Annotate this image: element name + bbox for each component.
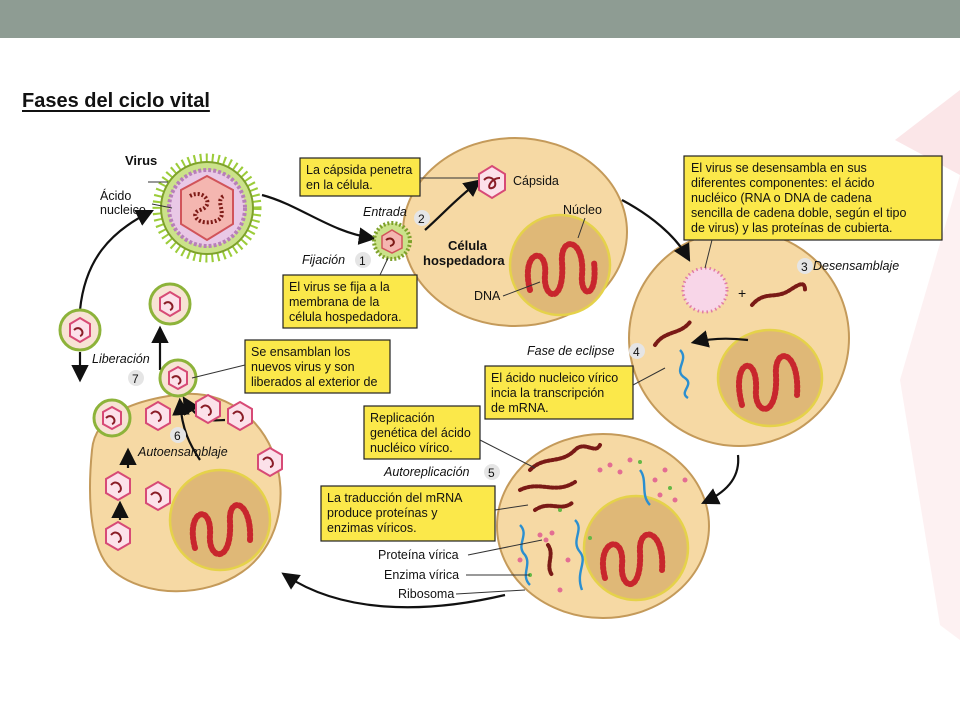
- svg-text:Replicación: Replicación: [370, 411, 435, 425]
- svg-text:5: 5: [488, 466, 495, 480]
- step-number-6: 6: [170, 427, 186, 443]
- note-assembly-release: Se ensamblan los nuevos virus y son libe…: [191, 339, 391, 394]
- label-acido-2: nucleico: [100, 203, 146, 217]
- cell-replication: [496, 433, 710, 619]
- label-celula-1: Célula: [448, 238, 488, 253]
- attaching-virus: [372, 221, 412, 261]
- note-uncoating: El virus se desensambla en sus diferente…: [683, 155, 943, 269]
- page-title: Fases del ciclo vital: [22, 90, 210, 112]
- label-autoensamblaje: Autoensamblaje: [137, 445, 228, 459]
- label-plus: +: [738, 285, 746, 301]
- top-bar: [0, 0, 960, 38]
- step-number-4: 4: [629, 343, 645, 359]
- note-translation: La traducción del mRNA produce proteínas…: [320, 485, 529, 542]
- svg-text:6: 6: [174, 429, 181, 443]
- svg-text:3: 3: [801, 260, 808, 274]
- svg-text:liberados al exterior de: liberados al exterior de: [251, 375, 378, 389]
- label-entrada: Entrada: [363, 205, 407, 219]
- svg-text:membrana de la: membrana de la: [289, 295, 379, 309]
- replication-contents: [517, 443, 688, 593]
- svg-text:La cápsida penetra: La cápsida penetra: [306, 163, 412, 177]
- note-capsid-penetrates: La cápsida penetra en la célula.: [299, 157, 478, 197]
- svg-text:nuevos virus y son: nuevos virus y son: [251, 360, 355, 374]
- note-replication: Replicación genética del ácido nucléico …: [363, 405, 536, 469]
- svg-text:incia la transcripción: incia la transcripción: [491, 386, 604, 400]
- note-virus-attaches: El virus se fija a la membrana de la cél…: [282, 257, 418, 329]
- svg-text:diferentes componentes: el áci: diferentes componentes: el ácido: [691, 176, 874, 190]
- step-number-1: 1: [355, 252, 371, 268]
- svg-text:1: 1: [359, 254, 366, 268]
- svg-text:de mRNA.: de mRNA.: [491, 401, 549, 415]
- label-nucleo: Núcleo: [563, 203, 602, 217]
- label-fijacion: Fijación: [302, 253, 345, 267]
- label-enzima-virica: Enzima vírica: [384, 568, 459, 582]
- label-ribosoma: Ribosoma: [398, 587, 454, 601]
- cell-entry: [402, 137, 628, 327]
- svg-text:enzimas víricos.: enzimas víricos.: [327, 521, 417, 535]
- label-celula-2: hospedadora: [423, 253, 505, 268]
- capsid-in-cell: [478, 164, 506, 200]
- label-proteina-virica: Proteína vírica: [378, 548, 459, 562]
- svg-text:Se ensamblan los: Se ensamblan los: [251, 345, 350, 359]
- svg-text:nucléico vírico.: nucléico vírico.: [370, 441, 453, 455]
- svg-text:de virus) y las proteínas de c: de virus) y las proteínas de cubierta.: [691, 221, 893, 235]
- label-capsida: Cápsida: [513, 174, 559, 188]
- svg-text:nucléico (RNA o DNA de cadena: nucléico (RNA o DNA de cadena: [691, 191, 872, 205]
- svg-text:sencilla de cadena doble, segú: sencilla de cadena doble, según el tipo: [691, 206, 906, 220]
- new-virions: [58, 282, 283, 552]
- label-desensamblaje: Desensamblaje: [813, 259, 899, 273]
- svg-text:7: 7: [132, 372, 139, 386]
- label-liberacion: Liberación: [92, 352, 150, 366]
- note-transcription: El ácido nucleico vírico incia la transc…: [484, 365, 666, 420]
- step-number-7: 7: [128, 370, 144, 386]
- cell-assembly: [89, 392, 282, 593]
- svg-text:célula hospedadora.: célula hospedadora.: [289, 310, 402, 324]
- svg-text:4: 4: [633, 345, 640, 359]
- svg-text:La traducción del mRNA: La traducción del mRNA: [327, 491, 463, 505]
- svg-text:en la célula.: en la célula.: [306, 178, 373, 192]
- label-autoreplicacion: Autoreplicación: [383, 465, 470, 479]
- virus-illustration: [152, 153, 262, 263]
- step-number-3: 3: [797, 258, 813, 274]
- svg-text:produce proteínas y: produce proteínas y: [327, 506, 438, 520]
- label-dna: DNA: [474, 289, 501, 303]
- step-number-5: 5: [484, 464, 500, 480]
- label-virus: Virus: [125, 153, 157, 168]
- svg-text:El virus se fija a la: El virus se fija a la: [289, 280, 390, 294]
- label-fase-eclipse: Fase de eclipse: [527, 344, 615, 358]
- svg-text:El virus se desensambla en sus: El virus se desensambla en sus: [691, 161, 867, 175]
- uncoated-components: [653, 266, 807, 400]
- svg-text:genética del ácido: genética del ácido: [370, 426, 471, 440]
- svg-text:2: 2: [418, 212, 425, 226]
- label-acido-1: Ácido: [100, 188, 131, 203]
- step-number-2: 2: [414, 210, 430, 226]
- svg-text:El ácido nucleico vírico: El ácido nucleico vírico: [491, 371, 618, 385]
